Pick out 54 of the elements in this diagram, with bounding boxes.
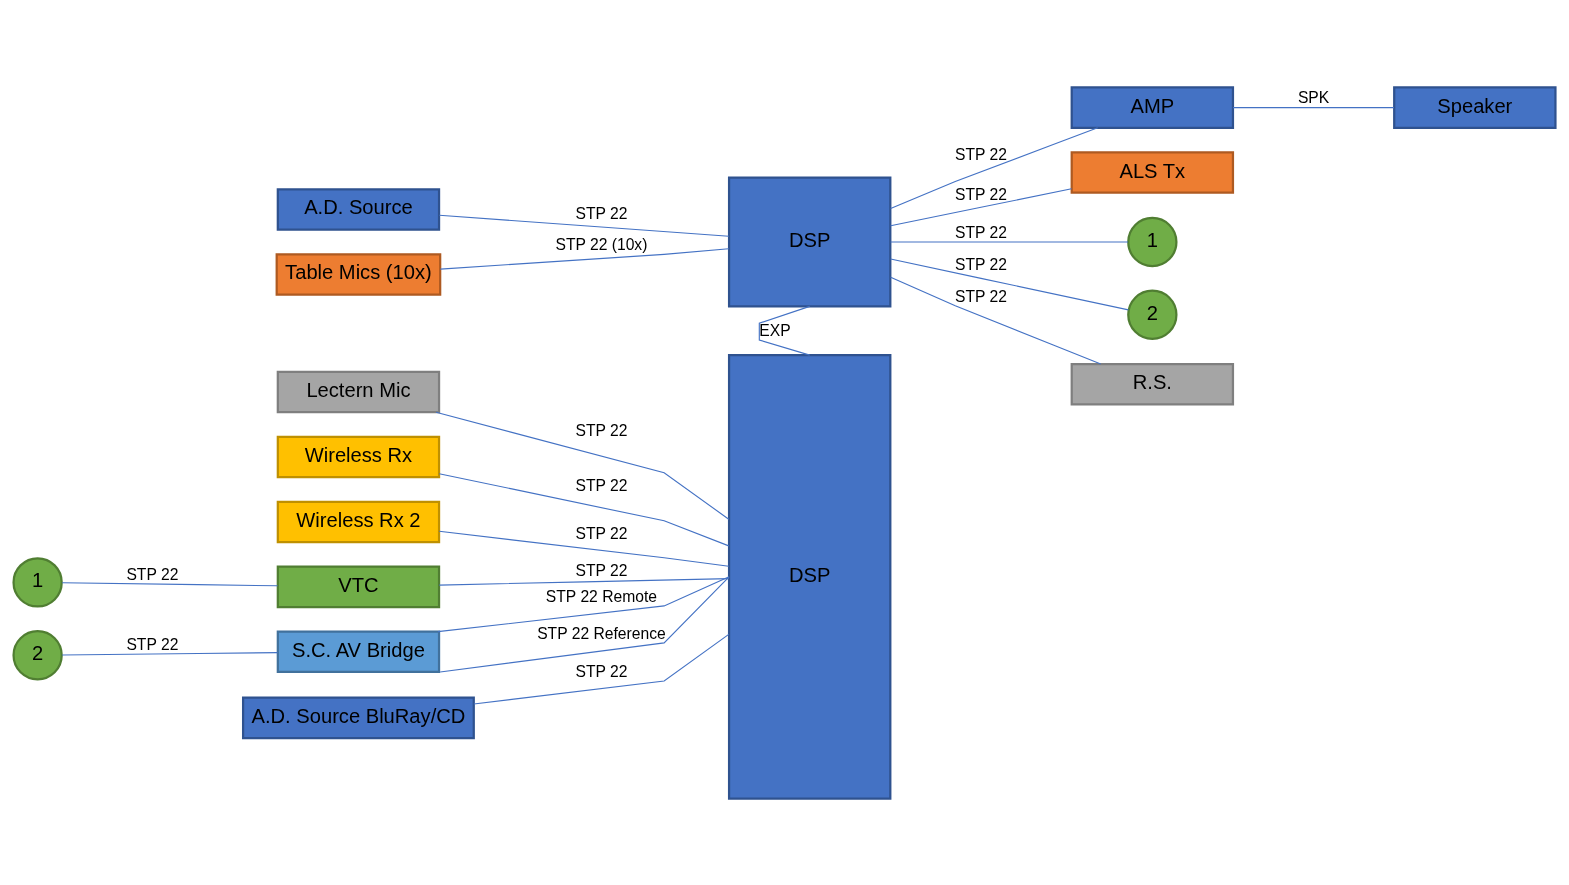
edge-label: STP 22 Remote xyxy=(545,587,657,605)
node-box: Wireless Rx xyxy=(276,435,441,478)
connector xyxy=(438,472,730,546)
node-box: A.D. Source xyxy=(276,187,441,231)
edge-label: STP 22 xyxy=(575,561,628,579)
edge-label: STP 22 xyxy=(955,255,1007,273)
edge-label: STP 22 xyxy=(575,662,628,680)
edge-label: STP 22 xyxy=(955,145,1007,163)
edge-label: STP 22 Reference xyxy=(537,624,666,642)
edge-label: EXP xyxy=(759,321,791,339)
node-circle: 1 xyxy=(12,556,63,608)
edge-label: STP 22 xyxy=(126,565,179,583)
node-box: AMP xyxy=(1070,85,1235,129)
connector xyxy=(890,240,1129,243)
connector xyxy=(61,651,279,655)
node-circle: 2 xyxy=(12,629,63,680)
edge-label: STP 22 xyxy=(126,635,179,653)
node-box: Wireless Rx 2 xyxy=(276,500,441,543)
connector xyxy=(438,577,730,586)
connector xyxy=(890,187,1073,226)
edge-label: STP 22 xyxy=(575,421,628,439)
connector xyxy=(437,575,730,632)
connector xyxy=(473,633,730,705)
edge-label: STP 22 xyxy=(955,287,1007,305)
connector xyxy=(890,258,1129,310)
edge-label: STP 22 (10x) xyxy=(555,235,648,253)
connector xyxy=(438,530,730,567)
connector xyxy=(758,305,811,356)
node-circle: 2 xyxy=(1127,289,1178,340)
node-box: S.C. AV Bridge xyxy=(276,630,441,673)
node-box: ALS Tx xyxy=(1070,150,1235,194)
node-box: VTC xyxy=(276,565,441,608)
node-circle: 1 xyxy=(1127,216,1178,267)
node-box: R.S. xyxy=(1070,362,1235,405)
edge-label: STP 22 xyxy=(575,524,628,542)
edge-label: STP 22 xyxy=(575,204,628,222)
node-box: Lectern Mic xyxy=(276,370,441,413)
connector xyxy=(435,411,730,520)
node-box: A.D. Source BluRay/CD xyxy=(242,696,475,739)
node-box: DSP xyxy=(727,176,892,307)
edge-label: STP 22 xyxy=(955,185,1007,203)
connector xyxy=(890,126,1099,209)
node-box: DSP xyxy=(727,353,892,800)
edge-label: SPK xyxy=(1297,88,1330,106)
connector xyxy=(1232,106,1395,108)
connector xyxy=(438,214,730,237)
edge-label: STP 22 xyxy=(575,476,628,494)
connector xyxy=(890,276,1102,365)
connector xyxy=(439,247,730,270)
connector xyxy=(439,575,730,673)
edge-label: STP 22 xyxy=(955,223,1007,241)
connector xyxy=(61,581,279,586)
node-box: Speaker xyxy=(1393,85,1557,129)
node-box: Table Mics (10x) xyxy=(275,252,442,296)
